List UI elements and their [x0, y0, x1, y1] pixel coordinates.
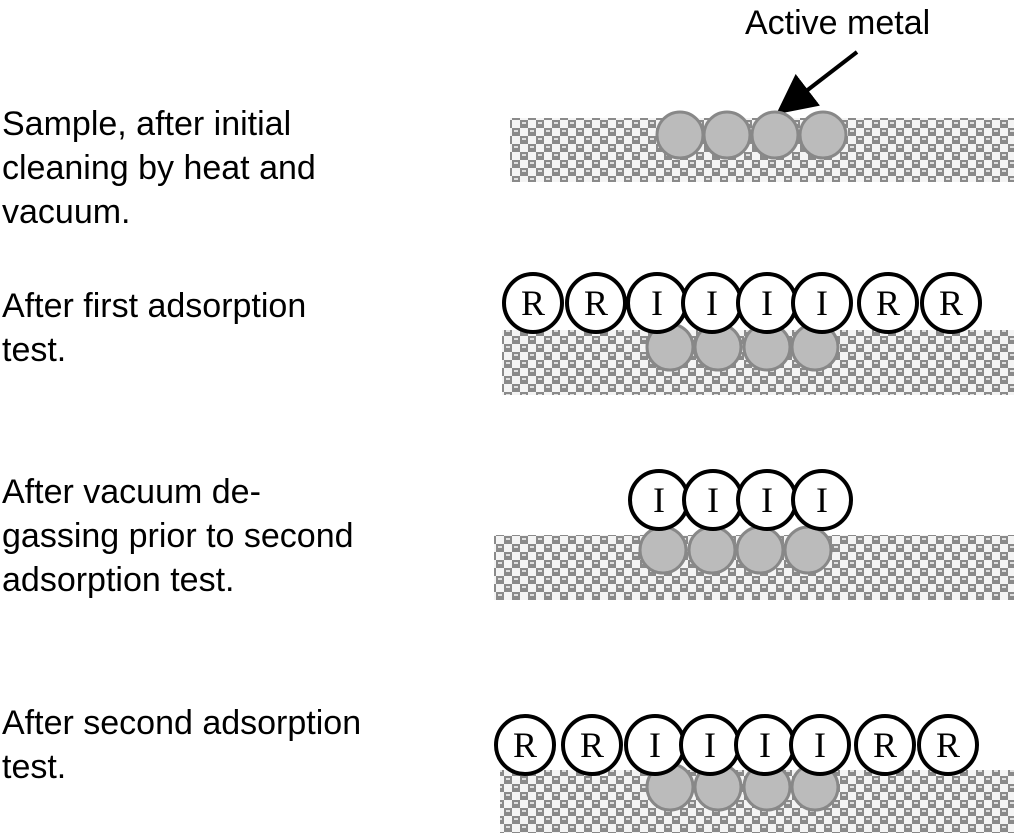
- active-metal-particle: [783, 525, 833, 575]
- step-1-illustration: [510, 110, 1014, 182]
- active-metal-particle: [798, 110, 848, 160]
- adsorbate-molecule: [920, 272, 982, 334]
- annotation-arrow: [776, 50, 859, 115]
- active-metal-particle: [638, 525, 688, 575]
- adsorbate-label: R: [873, 725, 897, 765]
- adsorbate-label: R: [939, 283, 963, 323]
- adsorbate-molecule: [791, 469, 853, 531]
- adsorbate-label: R: [521, 283, 545, 323]
- active-metal-particle: [655, 110, 705, 160]
- adsorbate-label: I: [649, 725, 661, 765]
- adsorbate-label: I: [816, 480, 828, 520]
- adsorbate-molecule: [789, 714, 851, 776]
- active-metal-particle: [702, 110, 752, 160]
- adsorbate-molecule: [561, 714, 623, 776]
- adsorbate-label: R: [580, 725, 604, 765]
- adsorbate-label: I: [651, 283, 663, 323]
- adsorbate-label: I: [653, 480, 665, 520]
- adsorbate-label: I: [814, 725, 826, 765]
- adsorbate-molecule: [502, 272, 564, 334]
- adsorbate-label: R: [876, 283, 900, 323]
- active-metal-annotation: Active metal: [745, 4, 930, 42]
- adsorbate-label: I: [704, 725, 716, 765]
- adsorbate-molecule: [494, 714, 556, 776]
- adsorbate-label: I: [816, 283, 828, 323]
- adsorbate-label: I: [761, 283, 773, 323]
- adsorbate-molecule: [917, 714, 979, 776]
- active-metal-particle: [735, 525, 785, 575]
- adsorbate-label: R: [584, 283, 608, 323]
- active-metal-particle: [687, 525, 737, 575]
- adsorbate-label: I: [761, 480, 773, 520]
- adsorbate-label: R: [513, 725, 537, 765]
- adsorbate-label: I: [707, 480, 719, 520]
- adsorbate-molecule: [565, 272, 627, 334]
- adsorbate-label: I: [759, 725, 771, 765]
- adsorbate-molecule: [854, 714, 916, 776]
- adsorbate-molecule: [857, 272, 919, 334]
- adsorbate-label: I: [706, 283, 718, 323]
- adsorbate-molecule: [791, 272, 853, 334]
- active-metal-particle: [750, 110, 800, 160]
- adsorbate-label: R: [936, 725, 960, 765]
